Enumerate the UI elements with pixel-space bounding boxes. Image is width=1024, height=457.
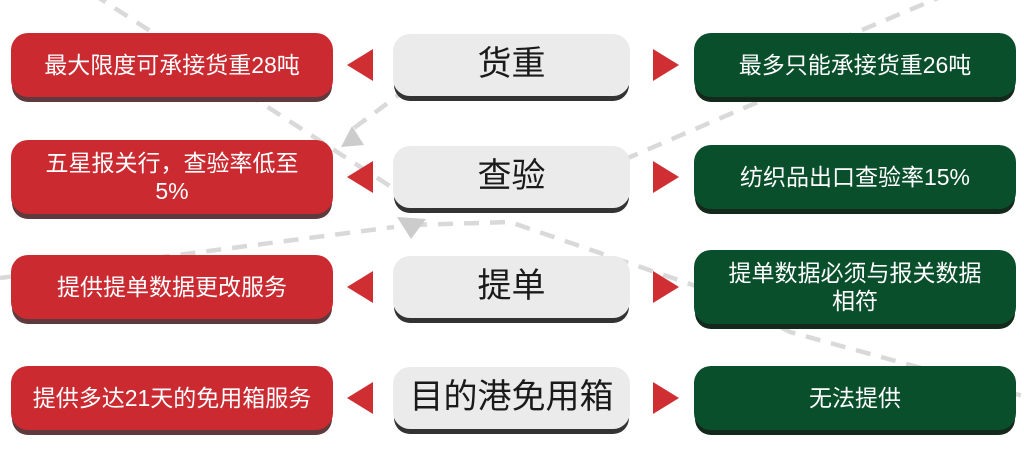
advantage-box: 提供多达21天的免用箱服务	[11, 366, 333, 430]
arrow-left-icon	[347, 161, 373, 193]
row-inspection: 五星报关行，查验率低至 5% 查验 纺织品出口查验率15%	[0, 140, 1024, 214]
arrow-right-icon	[653, 49, 679, 81]
limitation-box: 纺织品出口查验率15%	[694, 145, 1016, 209]
dashed-connector	[352, 92, 402, 130]
dashed-connector	[411, 219, 1024, 399]
gray-arrowhead-icon	[397, 217, 426, 239]
arrow-left-icon	[347, 271, 373, 303]
category-box: 货重	[393, 34, 630, 96]
limitation-box: 提单数据必须与报关数据 相符	[694, 250, 1016, 324]
dashed-connector	[98, 0, 432, 214]
category-box: 提单	[393, 256, 630, 318]
arrow-right-icon	[653, 382, 679, 414]
limitation-box: 无法提供	[694, 366, 1016, 430]
arrow-right-icon	[653, 271, 679, 303]
row-free-container: 提供多达21天的免用箱服务 目的港免用箱 无法提供	[0, 365, 1024, 431]
row-bill-of-lading: 提供提单数据更改服务 提单 提单数据必须与报关数据 相符	[0, 250, 1024, 324]
advantage-box: 最大限度可承接货重28吨	[11, 33, 333, 97]
gray-arrowhead-icon	[341, 126, 364, 147]
category-box: 查验	[393, 146, 630, 208]
category-box: 目的港免用箱	[393, 367, 630, 429]
limitation-box: 最多只能承接货重26吨	[694, 33, 1016, 97]
arrow-left-icon	[347, 382, 373, 414]
arrow-left-icon	[347, 49, 373, 81]
advantage-box: 五星报关行，查验率低至 5%	[11, 140, 333, 214]
arrow-right-icon	[653, 161, 679, 193]
advantage-box: 提供提单数据更改服务	[11, 255, 333, 319]
row-weight: 最大限度可承接货重28吨 货重 最多只能承接货重26吨	[0, 32, 1024, 98]
